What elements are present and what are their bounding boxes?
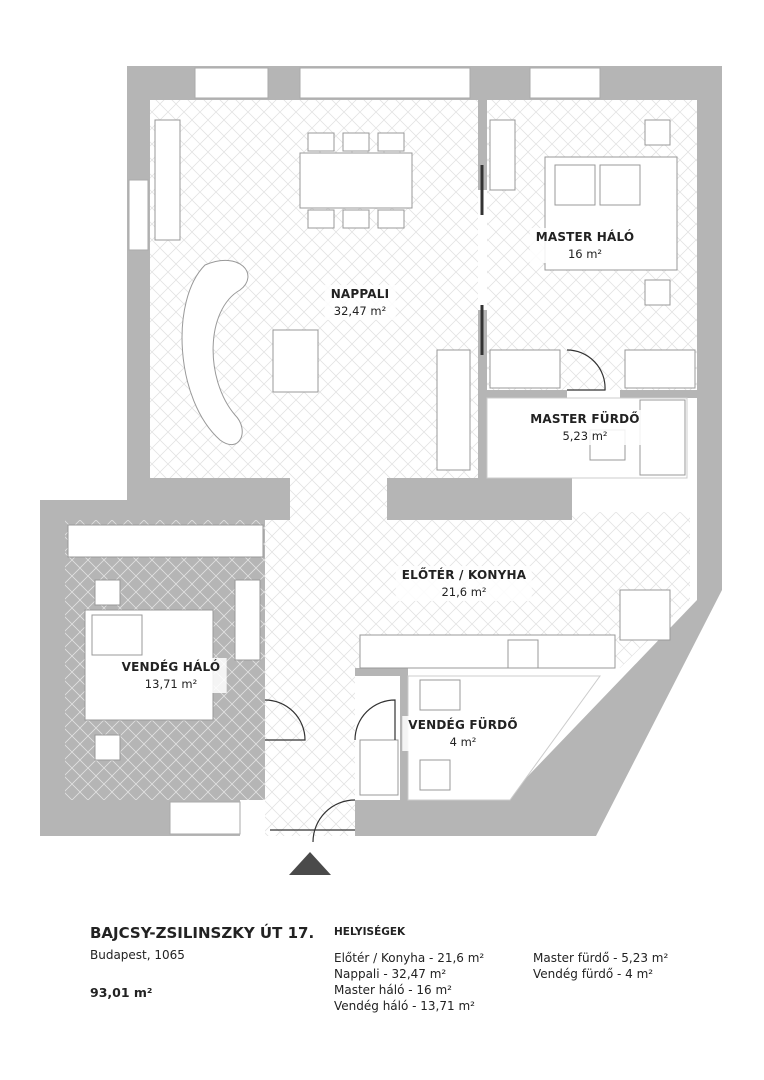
room-label-nappali: NAPPALI 32,47 m² xyxy=(324,285,396,320)
windows xyxy=(128,67,601,835)
entrance-marker xyxy=(289,852,331,875)
doors xyxy=(264,165,606,843)
room-list-item: Master háló - 16 m² xyxy=(334,983,452,997)
room-name: ELŐTÉR / KONYHA xyxy=(401,568,527,582)
rooms-heading: HELYISÉGEK xyxy=(334,926,406,938)
room-name: MASTER HÁLÓ xyxy=(535,230,635,244)
city: Budapest, 1065 xyxy=(90,948,185,962)
room-label-vendeg-furdo: VENDÉG FÜRDŐ 4 m² xyxy=(402,716,524,751)
room-list-item: Nappali - 32,47 m² xyxy=(334,967,447,981)
room-area: 13,71 m² xyxy=(144,677,198,691)
room-label-master-furdo: MASTER FÜRDŐ 5,23 m² xyxy=(524,410,646,445)
room-name: NAPPALI xyxy=(330,287,390,301)
room-area: 32,47 m² xyxy=(333,304,387,318)
room-list-col1: Előtér / Konyha - 21,6 m² Nappali - 32,4… xyxy=(334,950,484,1014)
room-area: 16 m² xyxy=(567,247,603,261)
room-name: MASTER FÜRDŐ xyxy=(530,412,640,426)
floor-plan xyxy=(40,66,722,875)
room-area: 21,6 m² xyxy=(441,585,487,599)
room-list-item: Előtér / Konyha - 21,6 m² xyxy=(334,951,485,965)
room-label-eloter-konyha: ELŐTÉR / KONYHA 21,6 m² xyxy=(395,566,533,601)
address-title: BAJCSY-ZSILINSZKY ÚT 17. xyxy=(90,924,315,942)
room-label-vendeg-halo: VENDÉG HÁLÓ 13,71 m² xyxy=(115,658,227,693)
room-label-master-halo: MASTER HÁLÓ 16 m² xyxy=(529,228,641,263)
total-area: 93,01 m² xyxy=(90,985,153,1000)
room-list-item: Vendég háló - 13,71 m² xyxy=(334,999,475,1013)
room-area: 5,23 m² xyxy=(562,429,608,443)
room-list-item: Master fürdő - 5,23 m² xyxy=(533,951,669,965)
room-name: VENDÉG HÁLÓ xyxy=(121,660,221,674)
room-name: VENDÉG FÜRDŐ xyxy=(408,718,518,732)
room-list-item: Vendég fürdő - 4 m² xyxy=(533,967,654,981)
room-area: 4 m² xyxy=(449,735,477,749)
room-list-col2: Master fürdő - 5,23 m² Vendég fürdő - 4 … xyxy=(533,950,668,982)
